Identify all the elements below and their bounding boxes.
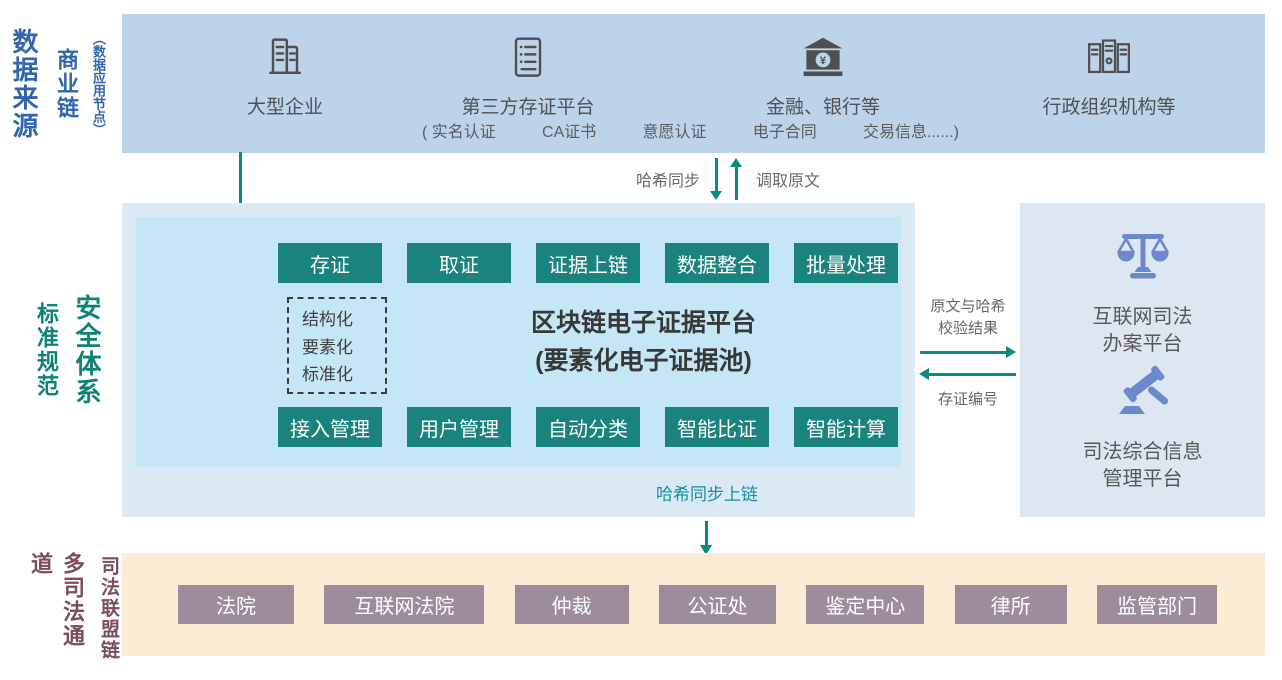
caption-item: CA证书 (542, 124, 597, 141)
onchain-arrowhead (700, 545, 712, 555)
caption-item: 交易信息......) (862, 124, 959, 141)
alliance-node-row: 法院 互联网法院 仲裁 公证处 鉴定中心 律所 监管部门 (178, 585, 1217, 624)
source-item-label: 金融、银行等 (765, 97, 880, 118)
fetch-original-arrow-line (735, 167, 738, 200)
caption-item: 意愿认证 (642, 124, 707, 141)
source-side-label: 数据来源 商业链 （数据应用节点） (6, 14, 108, 154)
caption-item: ( 实名认证 (422, 124, 496, 141)
source-item-label: 第三方存证平台 (461, 97, 595, 118)
data-source-band: 大型企业 第三方存证平台 ¥ 金融、银行等 (122, 14, 1265, 153)
hash-sync-arrow-line (715, 158, 718, 191)
buildings-icon (269, 38, 301, 75)
platform-side-label: 标准规范 安全体系 (30, 288, 106, 412)
platform-title: 区块链电子证据平台 (要素化电子证据池) (391, 304, 896, 380)
node-smart-compute: 智能计算 (794, 407, 898, 447)
node-notary-office: 公证处 (658, 585, 776, 624)
platform-label-primary: 标准规范 (34, 302, 59, 398)
source-caption-row: ( 实名认证 CA证书 意愿认证 电子合同 交易信息......) (422, 118, 959, 142)
platform-title-line2: (要素化电子证据池) (535, 347, 752, 375)
source-item-label: 大型企业 (246, 97, 323, 118)
deposit-number-label: 存证编号 (937, 391, 998, 408)
node-internet-court: 互联网法院 (324, 585, 485, 624)
hash-sync-onchain-label: 哈希同步上链 (656, 485, 758, 504)
platform-inner-box: 存证 取证 证据上链 数据整合 批量处理 结构化 要素化 标准化 区块链电子证据… (136, 217, 901, 467)
bank-icon: ¥ (803, 37, 843, 77)
structuring-dashed-box: 结构化 要素化 标准化 (287, 297, 387, 394)
source-item-admin-org: 行政组织机构等 (1009, 35, 1209, 119)
alliance-label-secondary: 司法联盟链 (98, 555, 119, 661)
judicial-info-item (1020, 365, 1265, 428)
gavel-icon (1118, 365, 1168, 414)
node-cunzheng: 存证 (278, 243, 382, 283)
node-court: 法院 (178, 585, 294, 624)
judicial-info-label-line2: 管理平台 (1102, 468, 1183, 490)
to-platform-arrow-line (929, 373, 1016, 376)
process-line: 标准化 (302, 365, 353, 385)
verify-result-line1: 原文与哈希 (930, 298, 1006, 315)
node-batch-processing: 批量处理 (794, 243, 898, 283)
source-item-enterprise: 大型企业 (185, 35, 385, 119)
source-item-finance: ¥ 金融、银行等 (723, 35, 923, 119)
platform-title-line1: 区块链电子证据平台 (530, 309, 756, 337)
platform-label-secondary: 安全体系 (72, 294, 102, 406)
process-line: 结构化 (302, 310, 353, 329)
platform-outer-box: 存证 取证 证据上链 数据整合 批量处理 结构化 要素化 标准化 区块链电子证据… (122, 203, 915, 517)
node-auto-classify: 自动分类 (536, 407, 640, 447)
alliance-label-primary: 多司法通道 (28, 552, 85, 648)
onchain-arrow-line (705, 521, 708, 546)
judicial-info-label-line1: 司法综合信息 (1082, 441, 1203, 463)
fetch-original-label: 调取原文 (756, 173, 821, 190)
node-law-firm: 律所 (954, 585, 1067, 624)
platform-bottom-button-row: 接入管理 用户管理 自动分类 智能比证 智能计算 (278, 407, 898, 447)
verify-result-label: 原文与哈希 校验结果 (916, 296, 1020, 340)
hash-sync-label: 哈希同步 (635, 173, 700, 190)
platform-top-button-row: 存证 取证 证据上链 数据整合 批量处理 (278, 243, 898, 283)
hash-sync-arrowhead (710, 191, 722, 200)
internet-judicial-item (1020, 225, 1265, 290)
fetch-original-arrowhead (730, 158, 742, 167)
source-item-label: 行政组织机构等 (1042, 97, 1176, 118)
to-platform-arrowhead (919, 368, 929, 380)
to-judicial-arrow-line (920, 351, 1007, 354)
node-arbitration: 仲裁 (514, 585, 629, 624)
source-label-secondary: 商业链 (54, 48, 79, 120)
verify-result-line2: 校验结果 (937, 320, 998, 337)
source-label-note: （数据应用节点） (91, 32, 106, 136)
source-item-deposit-platform: 第三方存证平台 (428, 35, 628, 119)
node-smart-compare: 智能比证 (665, 407, 769, 447)
internet-judicial-label-line2: 办案平台 (1102, 333, 1183, 355)
node-data-integration: 数据整合 (665, 243, 769, 283)
node-evidence-onchain: 证据上链 (536, 243, 640, 283)
source-label-primary: 数据来源 (9, 28, 39, 140)
process-line: 要素化 (302, 337, 353, 357)
node-quzheng: 取证 (407, 243, 511, 283)
svg-text:¥: ¥ (820, 55, 827, 67)
judicial-panel: 互联网司法 办案平台 司法综合信息 管理平台 (1020, 203, 1265, 517)
node-access-mgmt: 接入管理 (278, 407, 382, 447)
document-server-icon (514, 37, 542, 77)
scales-icon (1116, 234, 1169, 279)
node-user-mgmt: 用户管理 (407, 407, 511, 447)
node-appraisal-center: 鉴定中心 (806, 585, 925, 624)
caption-item: 电子合同 (752, 124, 817, 141)
node-regulator: 监管部门 (1096, 585, 1217, 624)
archive-cabinets-icon (1088, 39, 1130, 74)
internet-judicial-label-line1: 互联网司法 (1092, 306, 1193, 328)
to-judicial-arrowhead (1006, 346, 1016, 358)
judicial-alliance-band: 法院 互联网法院 仲裁 公证处 鉴定中心 律所 监管部门 (122, 553, 1265, 656)
